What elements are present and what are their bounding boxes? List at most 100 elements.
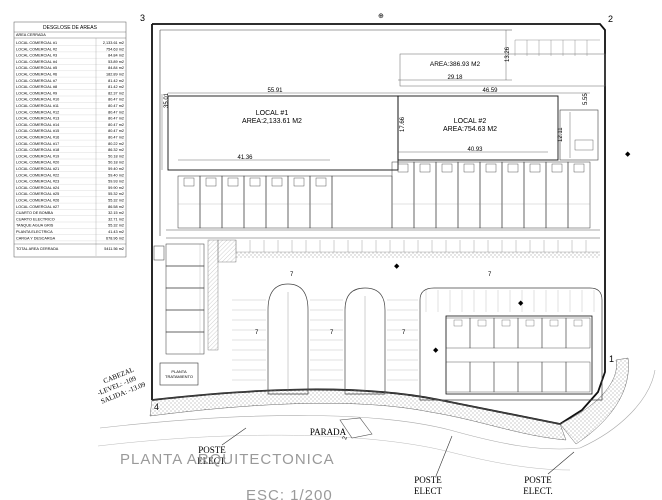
area-table-row-value: 754.63 m2 — [106, 47, 124, 51]
area-table-row-value: 41.43 m2 — [108, 230, 124, 234]
shop-restroom — [551, 163, 563, 173]
area-table-row-label: LOCAL COMERCIAL #22 — [16, 173, 59, 177]
local-1-area: AREA:2,133.61 M2 — [242, 118, 302, 125]
corner-markers: 3 2 1 4 — [140, 13, 614, 412]
area-table-row-label: LOCAL COMERCIAL #9 — [16, 91, 57, 95]
dim-35-01: 35.01 — [164, 92, 170, 108]
area-table-row-value: 59.90 m2 — [108, 186, 124, 190]
marker-diamond-4: ◆ — [518, 300, 524, 307]
se-unit-top — [565, 317, 591, 349]
shop-restroom — [315, 177, 327, 187]
area-table-row-label: LOCAL COMERCIAL #21 — [16, 167, 59, 171]
local-2: LOCAL #2 AREA:754.63 M2 — [397, 95, 559, 161]
se-unit-bottom — [541, 361, 567, 393]
shop-restroom — [205, 177, 217, 187]
area-table-total-value: 5411.56 m2 — [104, 247, 124, 251]
area-table-row-label: LOCAL COMERCIAL #14 — [16, 123, 59, 127]
area-table-row-value: 81.42 m2 — [108, 79, 124, 83]
area-table-row-label: LOCAL COMERCIAL #1 — [16, 41, 57, 45]
area-table-row-label: LOCAL COMERCIAL #18 — [16, 148, 59, 152]
tratamiento-label: TRATAMIENTO — [165, 374, 193, 379]
top-loading-area: AREA:386.93 M2 — [399, 39, 606, 87]
shop-module — [243, 175, 267, 229]
area-table-row-value: 84.84 m2 — [108, 66, 124, 70]
local-1-name: LOCAL #1 — [256, 110, 289, 117]
shop-module — [309, 175, 333, 229]
area-table-row-value: 86.58 m2 — [108, 205, 124, 209]
dim-7-d: 7 — [330, 330, 334, 336]
area-table-row-label: LOCAL COMERCIAL #5 — [16, 66, 57, 70]
area-table-row-value: 80.22 m2 — [108, 142, 124, 146]
area-table: DESGLOSE DE AREAS AREA CERRADA LOCAL COM… — [13, 21, 127, 258]
planta-tratamiento: PLANTA TRATAMIENTO — [159, 362, 199, 386]
dim-41-36: 41.36 — [237, 155, 253, 161]
dim-12-11: 12.11 — [558, 127, 564, 142]
southeast-block — [419, 287, 603, 401]
west-door — [153, 245, 165, 261]
area-table-row-value: 50.18 m2 — [108, 161, 124, 165]
shop-module — [567, 161, 591, 229]
shop-restroom — [529, 163, 541, 173]
se-unit-top — [445, 317, 471, 349]
poste-c-label: POSTE — [524, 475, 552, 485]
shop-restroom — [485, 163, 497, 173]
cabezal-note: CABEZAL -LEVEL: -109 SALIDA: -13.09 — [96, 366, 147, 406]
road-curb-3 — [579, 369, 656, 449]
area-table-row-label: CUARTO ELECTRICO — [16, 217, 55, 221]
se-unit-top — [469, 317, 495, 349]
area-table-row-label: LOCAL COMERCIAL #15 — [16, 129, 59, 133]
poste-b-elect: ELECT — [414, 486, 442, 496]
shop-module-wide — [331, 175, 393, 229]
area-table-row-label: LOCAL COMERCIAL #4 — [16, 60, 57, 64]
shop-restroom — [573, 163, 585, 173]
island-parking-stalls — [232, 299, 418, 381]
area-table-row-value: 81.42 m2 — [108, 85, 124, 89]
dim-46-59: 46.59 — [482, 88, 498, 94]
dim-13-26: 13.26 — [505, 46, 511, 62]
shop-restroom — [397, 163, 409, 173]
service-block — [559, 109, 599, 161]
se-unit-restroom — [477, 319, 487, 327]
area-table-row-label: LOCAL COMERCIAL #2 — [16, 47, 57, 51]
area-table-row-label: LOCAL COMERCIAL #3 — [16, 54, 57, 58]
area-table-row-value: 80.47 m2 — [108, 98, 124, 102]
dim-7-a: 7 — [290, 272, 294, 278]
area-table-row-value: 55.32 m2 — [108, 199, 124, 203]
corner-3-label: 3 — [140, 13, 145, 23]
dim-40-93: 40.93 — [467, 147, 483, 153]
west-unit — [165, 243, 205, 267]
area-table-row-label: LOCAL COMERCIAL #26 — [16, 199, 59, 203]
dim-17-66: 17.66 — [400, 116, 406, 132]
local-2-name: LOCAL #2 — [454, 118, 487, 125]
west-units — [153, 239, 219, 355]
shop-restroom — [507, 163, 519, 173]
west-unit — [165, 287, 205, 311]
area-table-row-value: 53.89 m2 — [108, 60, 124, 64]
southeast-units — [425, 290, 595, 393]
parada-bay — [339, 417, 373, 439]
area-table-title: DESGLOSE DE AREAS — [43, 25, 98, 31]
shop-restroom — [293, 177, 305, 187]
area-table-row-value: 84.84 m2 — [108, 54, 124, 58]
area-table-row-value: 55.32 m2 — [108, 224, 124, 228]
shop-module — [265, 175, 289, 229]
area-table-row-value: 182.89 m2 — [106, 73, 124, 77]
marker-diamond-3: ◆ — [625, 151, 631, 158]
area-table-row-label: CARGA Y DESCARGA — [16, 236, 56, 240]
poste-c-elect: ELECT. — [523, 486, 553, 496]
se-unit-restroom — [573, 319, 583, 327]
dim-2: 2 — [342, 435, 349, 440]
shop-restroom — [249, 177, 261, 187]
area-table-row-label: LOCAL COMERCIAL #20 — [16, 161, 59, 165]
west-unit — [165, 309, 205, 333]
area-table-row-value: 80.47 m2 — [108, 117, 124, 121]
area-table-row-label: LOCAL COMERCIAL #10 — [16, 98, 59, 102]
site-boundary — [152, 23, 606, 425]
shop-module — [287, 175, 311, 229]
parking-island-2 — [344, 287, 386, 395]
area-table-row-label: CUARTO DE BOMBA — [16, 211, 53, 215]
area-table-row-label: LOCAL COMERCIAL #19 — [16, 154, 59, 158]
drawing-scale: ESC: 1/200 — [246, 487, 333, 500]
local-2-area: AREA:754.63 M2 — [443, 126, 497, 133]
